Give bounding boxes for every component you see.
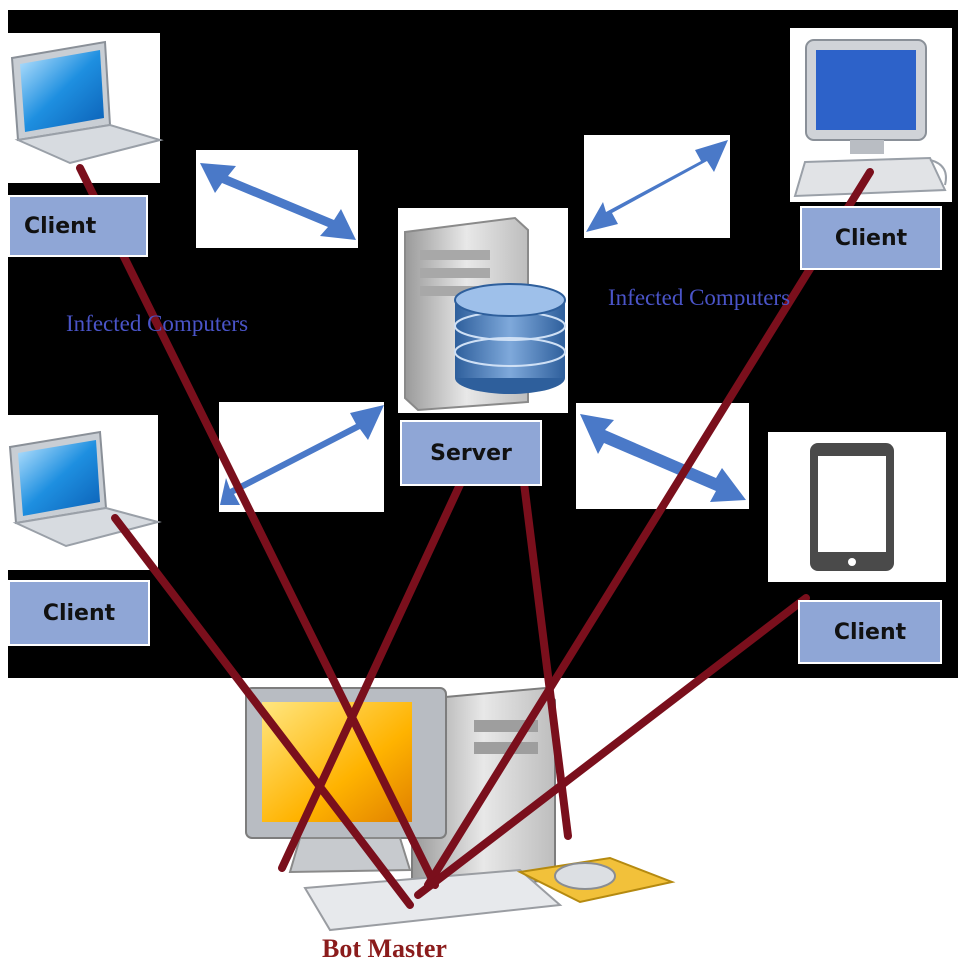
attack-line	[278, 459, 474, 872]
attack-line	[111, 514, 414, 909]
bot-master-label: Bot Master	[322, 934, 447, 963]
attack-line	[424, 168, 874, 889]
client-label-bottom-right: Client	[798, 600, 942, 664]
double-arrow-icon	[200, 163, 356, 240]
infected-computers-caption-left: Infected Computers	[66, 311, 249, 336]
attack-line	[414, 594, 810, 899]
infected-computers-caption-right: Infected Computers	[608, 285, 791, 310]
client-label-top-left: Client	[8, 195, 148, 257]
double-arrow-icon	[586, 140, 728, 232]
desktop-monitor-icon	[793, 39, 947, 198]
double-arrow-icon	[220, 405, 384, 505]
double-arrow-icon	[580, 414, 746, 502]
server-database-icon	[404, 216, 566, 412]
attack-line	[517, 455, 572, 840]
server-label: Server	[400, 420, 542, 486]
laptop-icon	[8, 430, 162, 548]
attack-line	[76, 164, 439, 889]
attack-lines	[76, 164, 874, 909]
tablet-icon	[810, 443, 894, 571]
laptop-icon	[10, 40, 164, 165]
client-label-bottom-left: Client	[8, 580, 150, 646]
client-label-top-right: Client	[800, 206, 942, 270]
